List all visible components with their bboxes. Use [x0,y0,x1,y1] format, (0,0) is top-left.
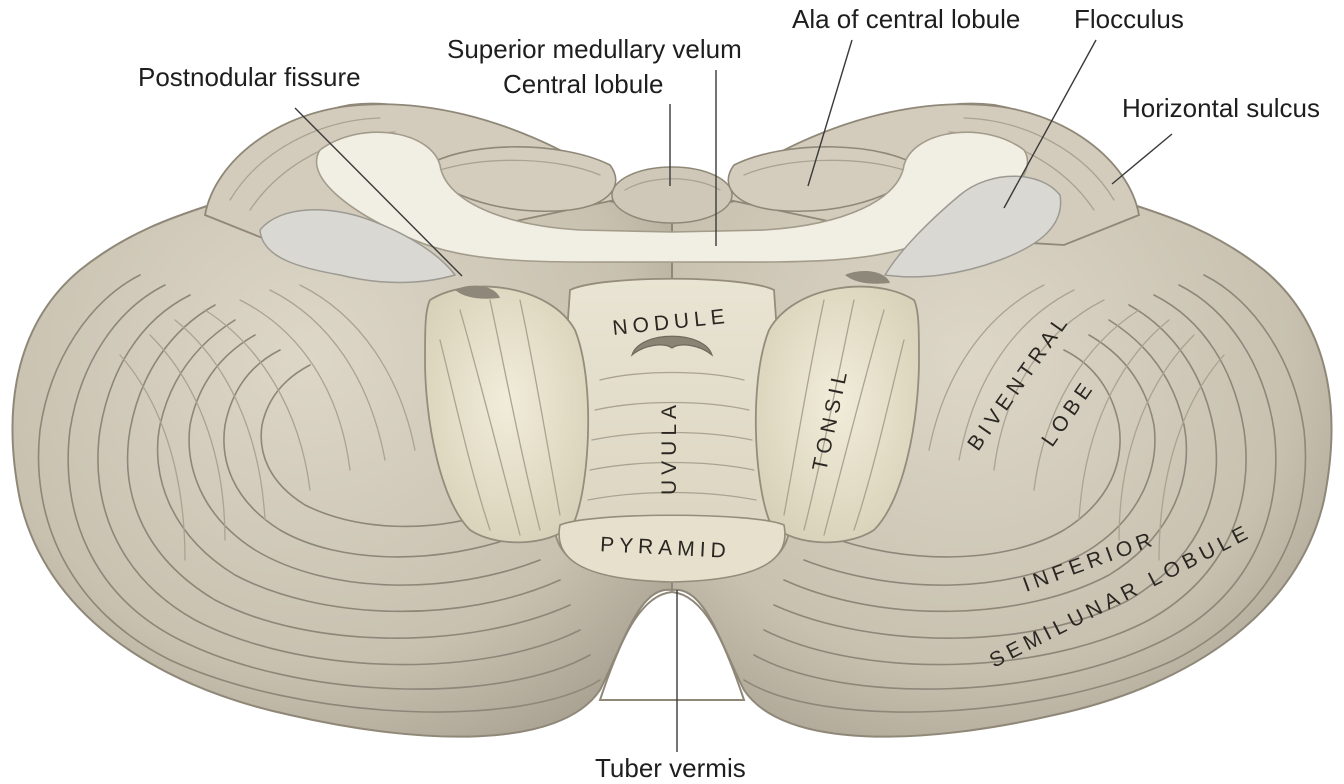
superior-medullary-velum-label: Superior medullary velum [447,34,742,64]
postnodular-fissure-leader [294,107,463,277]
superior-medullary-velum [315,131,1029,263]
right-flocculus [883,175,1062,278]
left-postnodular-fissure-mark [455,285,500,299]
horizontal-sulcus-label: Horizontal sulcus [1122,93,1320,123]
central-lobule-label: Central lobule [503,69,663,99]
leader-lines [294,39,1173,752]
central-lobule [418,146,926,224]
postnodular-fissure-label: Postnodular fissure [138,62,361,92]
tuber-vermis-label: Tuber vermis [595,753,746,783]
tonsil-folia [439,299,905,536]
uvula-label: UVULA [658,400,681,495]
ala-of-central-lobule-label: Ala of central lobule [792,4,1020,34]
right-postnodular-fissure-mark [845,271,890,284]
fourth-ventricle-opening [630,335,714,357]
flocculus-leader [1003,39,1097,209]
flocculus-label: Flocculus [1074,4,1184,34]
posterior-incisure [598,590,746,701]
left-flocculus [259,209,457,284]
left-hemisphere-folia [37,274,601,713]
horizontal-sulcus-leader [1111,133,1173,185]
right-hemisphere-folia [743,274,1307,713]
ala-of-central-lobule-leader [807,39,853,187]
pyramid [558,514,786,583]
